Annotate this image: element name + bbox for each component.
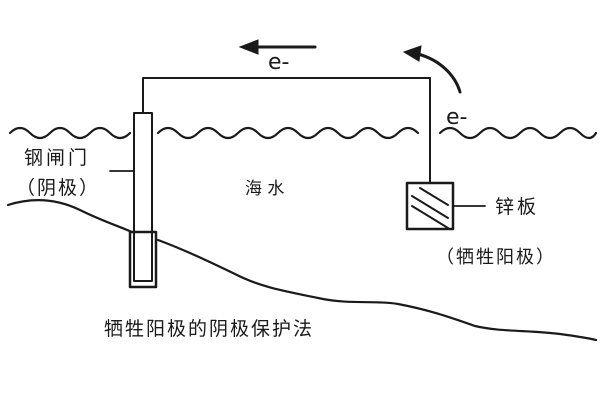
- steel-gate: [133, 112, 153, 282]
- connecting-wire: [142, 77, 431, 184]
- electron-label-top: e-: [268, 50, 289, 75]
- zinc-plate-hatch-3: [419, 187, 449, 206]
- zinc-name-label: 锌板: [495, 196, 539, 218]
- electron-label-right: e-: [446, 105, 467, 130]
- gate-footing: [128, 230, 158, 289]
- water-label: 海 水: [245, 179, 284, 199]
- sea-surface-wave: [8, 126, 598, 140]
- left-arrow-icon: [238, 39, 317, 55]
- diagram-caption: 牺牲阳极的阴极保护法: [104, 318, 314, 340]
- gate-name-label: 钢闸门: [24, 147, 90, 169]
- gate-role-label: （阴极）: [16, 177, 100, 199]
- zinc-plate-hatch-1: [411, 195, 449, 219]
- sea-bed-line: [6, 199, 598, 342]
- curved-arrow-icon: [402, 45, 462, 94]
- zinc-plate-hatch-2: [411, 205, 449, 229]
- zinc-role-label: （牺牲阳极）: [436, 247, 556, 268]
